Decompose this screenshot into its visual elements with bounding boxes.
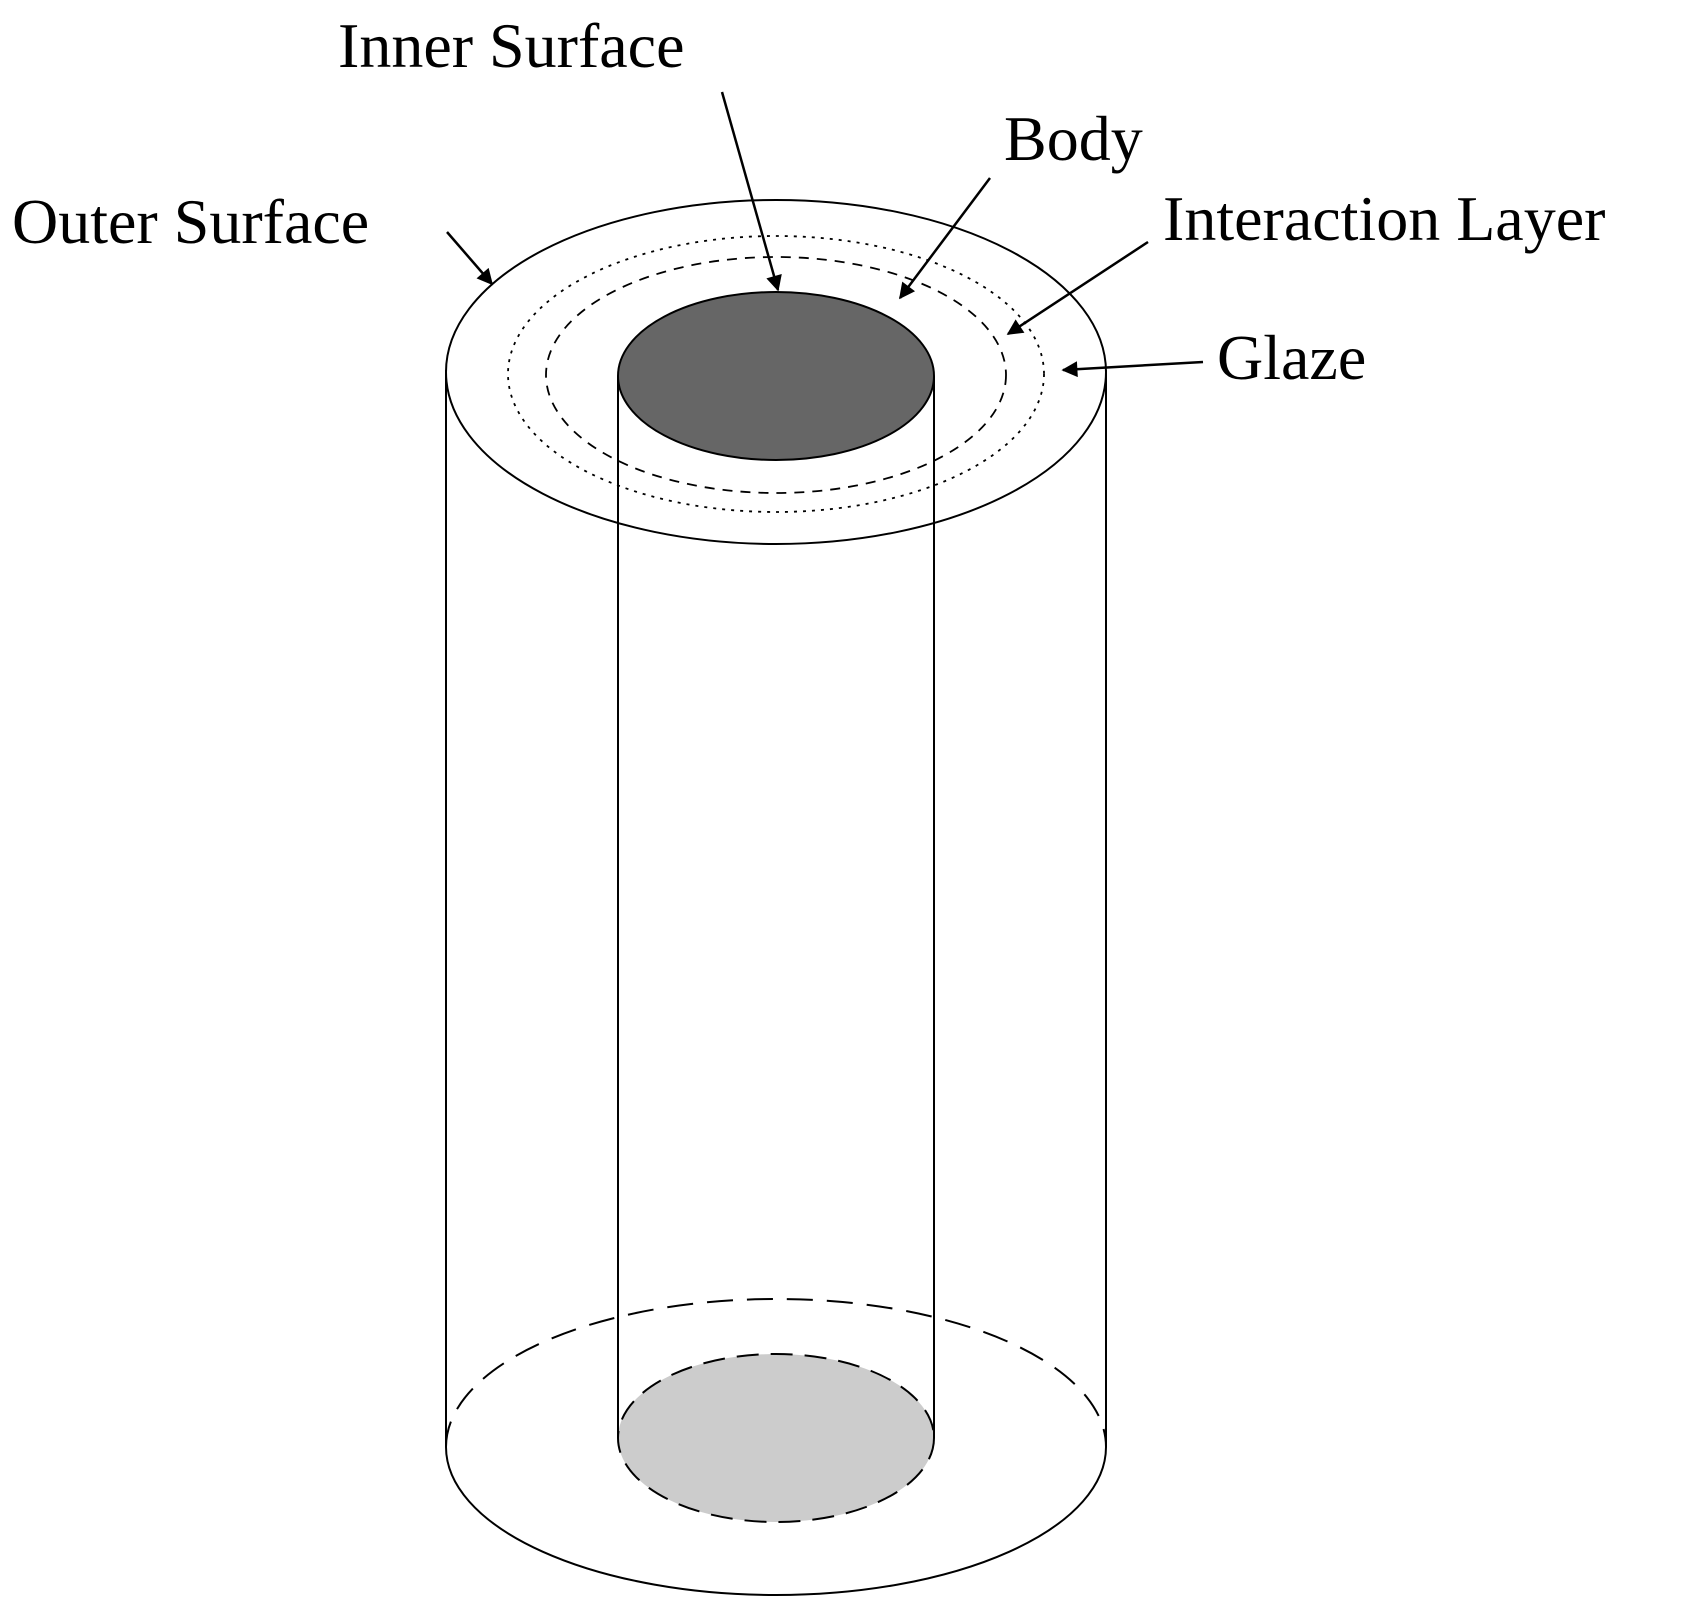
bore-top-ellipse [617, 291, 935, 461]
label-outer-surface: Outer Surface [12, 186, 369, 257]
label-inner-surface: Inner Surface [338, 10, 684, 81]
outer-bottom-back-arc [445, 1298, 1107, 1448]
arrow-glaze [1061, 360, 1204, 378]
arrow-outer-surface [446, 231, 494, 286]
arrow-inner-surface [720, 91, 782, 292]
label-interaction-layer: Interaction Layer [1163, 183, 1605, 254]
glaze-boundary-dotted [507, 235, 1045, 513]
interaction-layer-boundary-dashed [545, 256, 1007, 494]
label-glaze: Glaze [1217, 322, 1366, 393]
outer-top-ellipse [445, 199, 1107, 545]
bore-bottom-ellipse [617, 1353, 935, 1523]
arrow-body [899, 177, 991, 300]
label-body: Body [1004, 103, 1143, 174]
arrow-interaction-layer [1006, 240, 1149, 336]
outer-bottom-front-arc [445, 1446, 1107, 1596]
